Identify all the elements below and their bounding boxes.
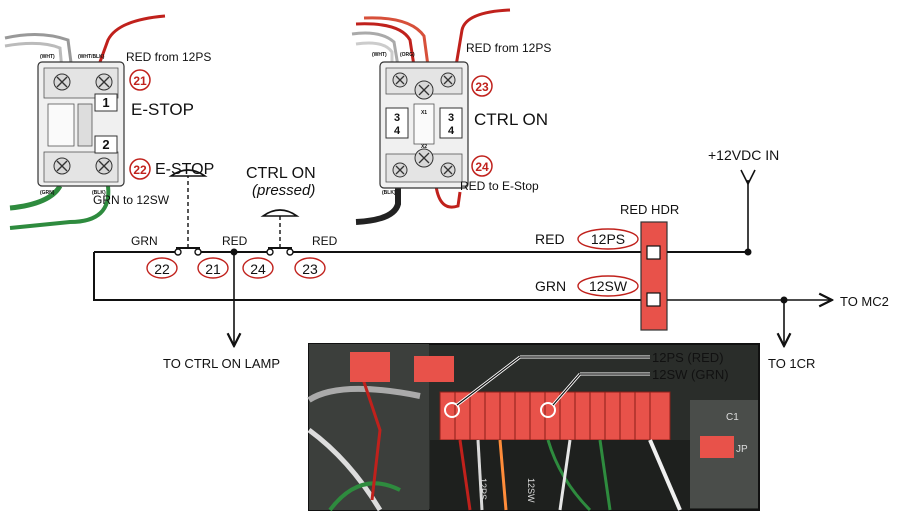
ctrl-red-wire-label: RED from 12PS (466, 41, 551, 55)
wire-grn-label: GRN (131, 234, 158, 248)
red-header-label: RED HDR (620, 202, 679, 217)
pin-12ps-highlight (444, 402, 460, 418)
estop-contact-1: 1 (102, 95, 109, 110)
estop-green-wire-label: GRN to 12SW (93, 193, 170, 207)
board-marking-12sw: 12SW (526, 478, 536, 503)
ctrl-contact-3b: 3 (448, 112, 454, 124)
wire-red-label-2: RED (312, 234, 338, 248)
tag-12sw-label: 12SW (589, 278, 628, 294)
ctrl-contact-3a: 3 (394, 112, 400, 124)
terminal-24-marker (471, 155, 493, 177)
board-marking-jp: JP (736, 444, 748, 455)
board-marking-12ps: 12PS (478, 478, 488, 500)
board-marking-c1: C1 (726, 412, 739, 423)
sch-terminal-23 (294, 257, 326, 279)
callout-12sw: 12SW (GRN) (652, 367, 729, 382)
terminal-23-label: 23 (475, 80, 489, 94)
estop-switch-label: E-STOP (155, 161, 214, 178)
estop-tag-grn: (GRN) (40, 190, 55, 196)
tag-12ps (577, 228, 639, 250)
callout-12ps: 12PS (RED) (652, 350, 724, 365)
red-line-label: RED (535, 231, 565, 247)
terminal-24-label: 24 (475, 160, 489, 174)
ctrl-contact-4a: 4 (394, 125, 401, 137)
ctrl-tag-org: (ORG) (400, 52, 415, 58)
ctrl-tag-wht: (WHT) (372, 52, 387, 58)
ctrl-red-to-estop-label: RED to E-Stop (460, 179, 539, 193)
sch-terminal-22 (146, 257, 178, 279)
sch-terminal-21 (197, 257, 229, 279)
to-mc2-label: TO MC2 (840, 294, 889, 309)
tag-12sw (577, 275, 639, 297)
estop-contactor: 1 2 (WHT) (WHT/BLK) (GRN) (BLK) (4, 14, 166, 230)
estop-red-wire-label: RED from 12PS (126, 50, 211, 64)
terminal-23-marker (471, 75, 493, 97)
supply-label: +12VDC IN (708, 147, 779, 163)
schematic-loop (93, 169, 641, 346)
ctrl-on-title: CTRL ON (474, 110, 548, 129)
right-side-wiring (667, 169, 832, 346)
sch-terminal-24-label: 24 (250, 261, 266, 277)
red-header (640, 221, 668, 331)
terminal-22-label: 22 (133, 163, 147, 177)
to-ctrl-lamp-label: TO CTRL ON LAMP (163, 356, 280, 371)
sch-terminal-23-label: 23 (302, 261, 318, 277)
ctrl-coil-x1: X1 (421, 110, 427, 116)
ctrl-coil-x2: X2 (421, 144, 427, 150)
pin-12sw-highlight (540, 402, 556, 418)
red-header-pin-12sw (646, 292, 661, 307)
ctrl-switch-state: (pressed) (252, 182, 315, 199)
sch-terminal-22-label: 22 (154, 261, 170, 277)
estop-title: E-STOP (131, 100, 194, 119)
sch-terminal-21-label: 21 (205, 261, 221, 277)
terminal-22-marker (129, 158, 151, 180)
photo-inset: 12PS 12SW JP C1 (307, 343, 760, 512)
estop-tag-wht: (WHT) (40, 54, 55, 60)
ctrl-contact-4b: 4 (448, 125, 455, 137)
red-header-pin-12ps (646, 245, 661, 260)
ctrl-tag-blk: (BLK) (382, 190, 396, 196)
estop-contact-2: 2 (102, 137, 109, 152)
to-1cr-label: TO 1CR (768, 356, 815, 371)
estop-tag-whtblk: (WHT/BLK) (78, 54, 105, 60)
grn-line-label: GRN (535, 278, 566, 294)
wire-red-label-1: RED (222, 234, 248, 248)
terminal-21-label: 21 (133, 74, 147, 88)
ctrl-on-contactor: 3 4 3 4 X1 X2 (WHT) (ORG) (BLK) (351, 8, 511, 225)
estop-tag-blk: (BLK) (92, 190, 106, 196)
tag-12ps-label: 12PS (591, 231, 625, 247)
terminal-21-marker (129, 69, 151, 91)
sch-terminal-24 (242, 257, 274, 279)
ctrl-switch-label: CTRL ON (246, 165, 316, 182)
